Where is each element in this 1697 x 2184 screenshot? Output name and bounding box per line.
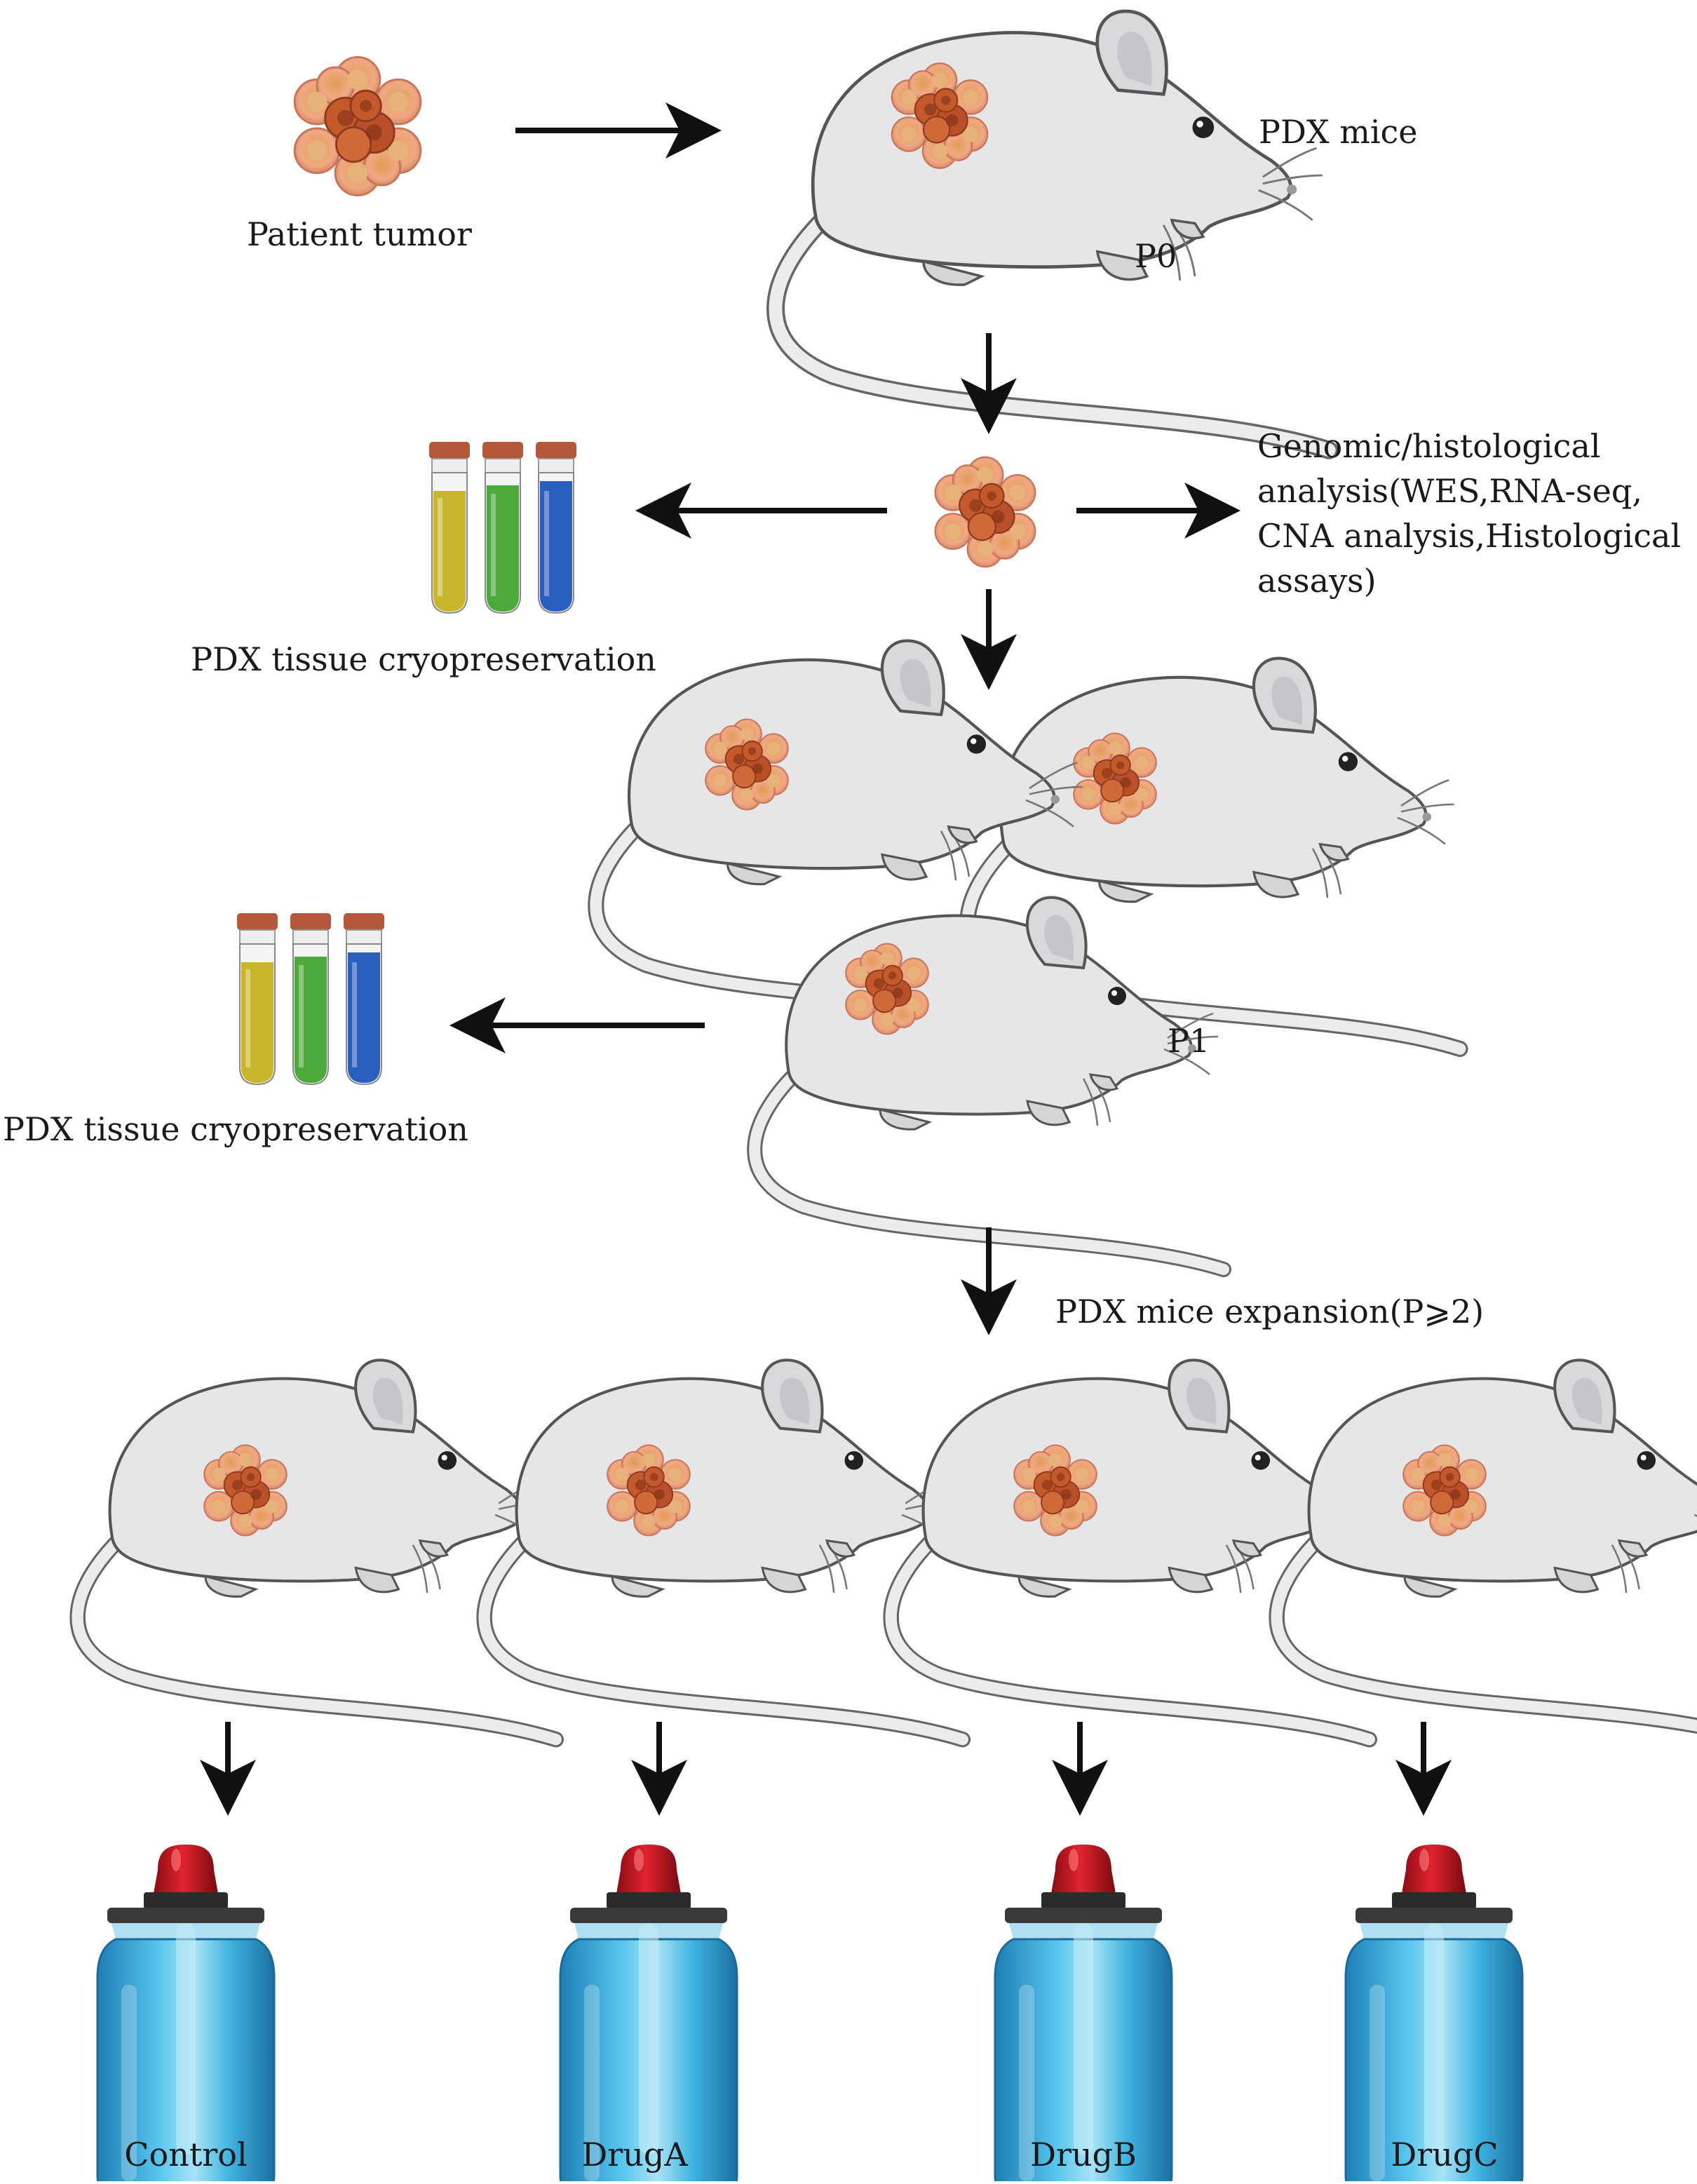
analysis-line-1: Genomic/histological	[1257, 427, 1601, 465]
cryo-tubes-icon-1	[428, 441, 577, 614]
druga-bottle-icon	[559, 1843, 738, 2184]
control-bottle-icon	[96, 1843, 276, 2184]
group-label-drugc: DrugC	[1391, 2136, 1499, 2173]
drugc-mouse-icon	[1277, 1360, 1697, 1739]
harvested-tumor-icon	[934, 456, 1036, 568]
patient-tumor-icon	[293, 55, 422, 197]
analysis-line-4: assays)	[1257, 562, 1377, 600]
patient-tumor-label: Patient tumor	[247, 215, 472, 253]
p0-label: P0	[1135, 237, 1177, 275]
cryo-label-1: PDX tissue cryopreservation	[191, 640, 656, 678]
p0-mouse-icon	[776, 11, 1329, 450]
cryo-label-2: PDX tissue cryopreservation	[3, 1110, 468, 1148]
pdx-mice-label: PDX mice	[1259, 113, 1418, 151]
expansion-label: PDX mice expansion(P⩾2)	[1055, 1293, 1485, 1330]
analysis-line-2: analysis(WES,RNA-seq,	[1257, 472, 1642, 510]
analysis-label: Genomic/histological analysis(WES,RNA-se…	[1257, 424, 1681, 603]
analysis-line-3: CNA analysis,Histological	[1257, 517, 1682, 555]
drugc-bottle-icon	[1344, 1843, 1524, 2184]
control-mouse-icon	[78, 1360, 556, 1739]
group-label-control: Control	[124, 2136, 248, 2173]
p1-mouse-icon-front	[755, 898, 1224, 1269]
drugb-bottle-icon	[994, 1843, 1173, 2184]
cryo-tubes-icon-2	[236, 912, 385, 1085]
druga-mouse-icon	[485, 1360, 963, 1739]
group-label-drugb: DrugB	[1030, 2136, 1137, 2173]
group-label-druga: DrugA	[581, 2136, 688, 2173]
drugb-mouse-icon	[891, 1360, 1370, 1739]
p1-label: P1	[1168, 1022, 1210, 1060]
